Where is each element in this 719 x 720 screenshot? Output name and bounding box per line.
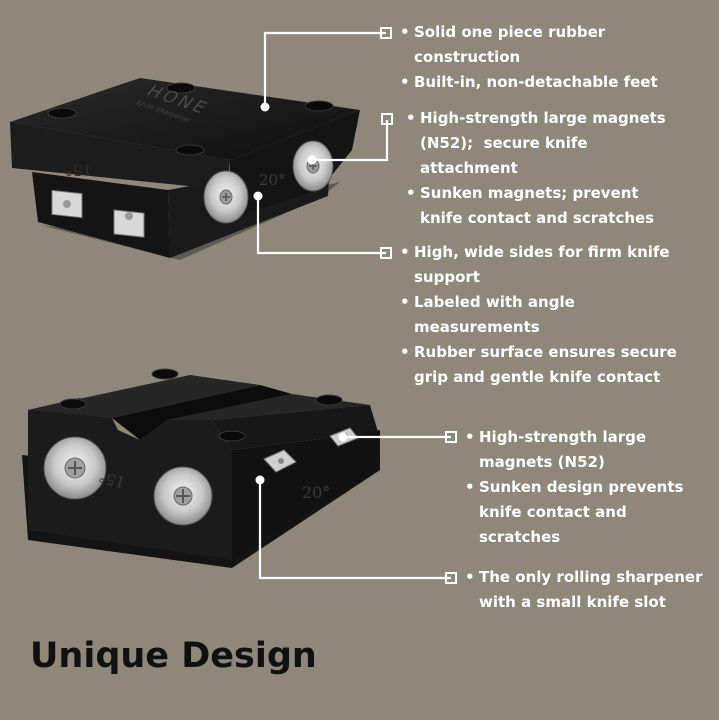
callout-item: Rubber surface ensures secure grip and g… [400, 340, 690, 390]
page-title: Unique Design [30, 636, 317, 676]
callout-magnets-bottom: High-strength large magnets (N52) Sunken… [465, 425, 705, 550]
callout-sides: High, wide sides for firm knife support … [400, 240, 690, 390]
angle-label-15: 15° [65, 161, 92, 179]
callout-construction: Solid one piece rubber construction Buil… [400, 20, 700, 95]
callout-item: Built-in, non-detachable feet [400, 70, 700, 95]
callout-item: High, wide sides for firm knife support [400, 240, 690, 290]
callout-rolling: The only rolling sharpener with a small … [465, 565, 705, 615]
sharpener-top-view: HONE Knife Sharpener 15° 20° [10, 78, 360, 260]
callout-item: High-strength large magnets (N52); secur… [406, 106, 686, 181]
callout-item: Sunken magnets; prevent knife contact an… [406, 181, 686, 231]
angle-label-20-bottom: 20° [302, 483, 330, 502]
callout-item: High-strength large magnets (N52) [465, 425, 705, 475]
callout-item: Solid one piece rubber construction [400, 20, 700, 70]
callout-leader-lines [256, 31, 451, 580]
callout-item: Labeled with angle measurements [400, 290, 690, 340]
angle-label-20: 20° [259, 171, 286, 189]
callout-item: The only rolling sharpener with a small … [465, 565, 705, 615]
leader-end-squares [380, 27, 457, 584]
sharpener-side-view: 15° 20° [22, 368, 380, 568]
leader-dots [253, 102, 348, 485]
callout-item: Sunken design prevents knife contact and… [465, 475, 705, 550]
callout-magnets-top: High-strength large magnets (N52); secur… [406, 106, 686, 231]
